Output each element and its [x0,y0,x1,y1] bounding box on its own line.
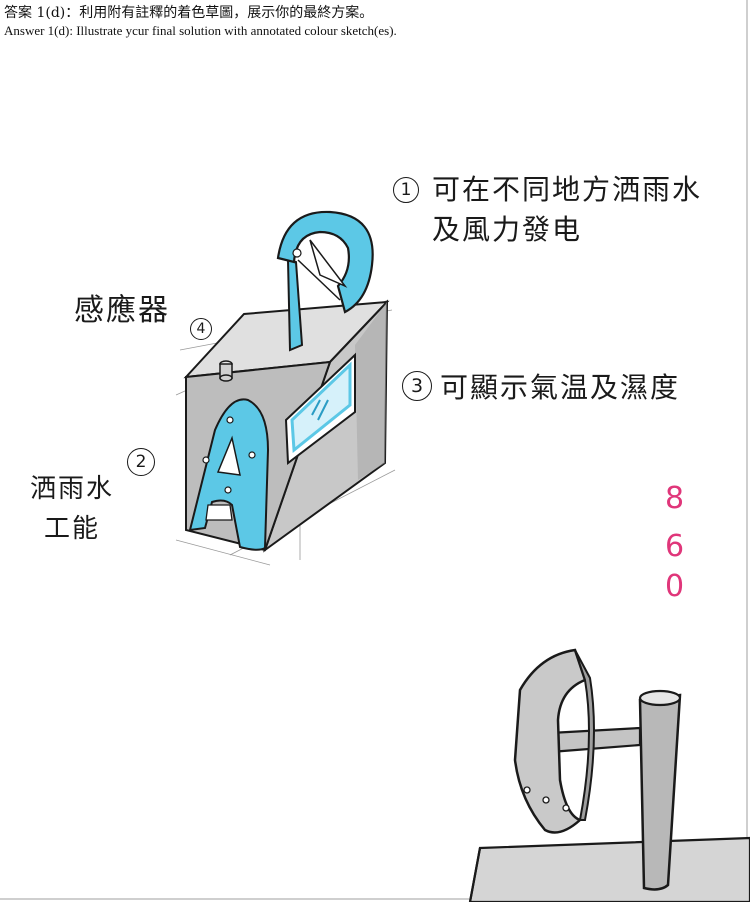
annotation-number-4: 4 [190,318,212,340]
annotation-number-3: 3 [402,371,432,401]
panel-opening [205,504,233,521]
annotation-2-line-1: 洒雨水 [30,474,115,504]
score-digit-1: 8 [665,481,685,516]
annotation-1-line-1: 可在不同地方洒雨水 [432,173,703,206]
question-title-en: Answer 1(d): Illustrate ycur final solut… [4,23,397,38]
annotation-1-line-2: 及風力發电 [432,213,583,246]
turbine-blade [276,210,374,314]
turbine-base [468,836,750,902]
annotation-number-2: 2 [127,448,155,476]
panel-holes [202,416,256,494]
turbine-arm [548,726,642,754]
annotation-2-line-2: 工能 [44,514,101,544]
score-digit-3: 0 [665,569,685,604]
annotation-3-text: 可顯示氣温及濕度 [440,371,681,404]
score-digit-2: 6 [665,529,685,564]
answer-header: 答案 1(d)：利用附有註釋的着色草圖，展示你的最終方案。 Answer 1(d… [4,4,744,39]
display-screen-glass [290,361,352,453]
blue-front-panel [188,398,270,551]
question-title-zh: 答案 1(d)：利用附有註釋的着色草圖，展示你的最終方案。 [4,5,374,21]
annotation-number-1: 1 [393,177,419,203]
panel-cutout [216,435,241,476]
turbine-pipe [638,693,682,891]
annotation-4-text: 感應器 [74,293,170,328]
device-shading [355,302,387,480]
